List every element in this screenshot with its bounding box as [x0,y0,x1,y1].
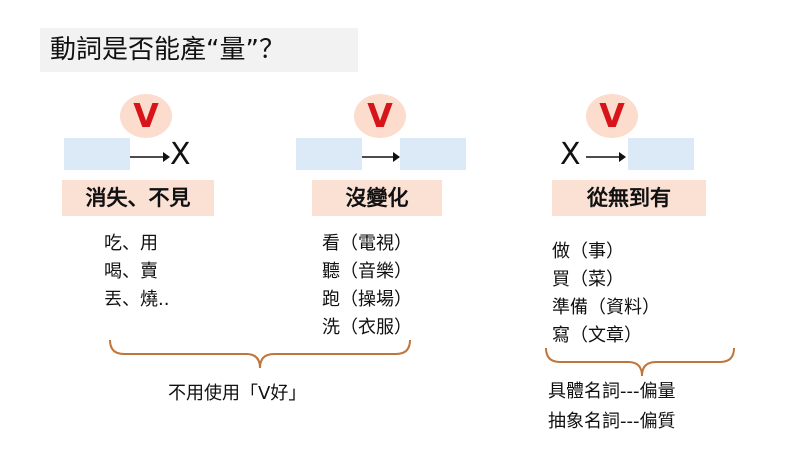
right-note-1: 具體名詞---偏量 [548,381,676,402]
group-label-1: 消失、不見 [62,180,214,216]
object-box-2b [400,138,466,170]
list-item: 跑（操場） [322,289,412,310]
list-item: 喝、賣 [104,261,158,282]
list-item: 準備（資料） [552,297,660,318]
example-list-3: 做（事） 買（菜） 準備（資料） 寫（文章） [552,238,660,350]
list-item: 丟、燒.. [104,289,170,310]
object-box-3 [628,138,694,170]
group-label-3: 從無到有 [552,180,706,216]
object-box-1 [64,138,130,170]
verb-circle-3: V [586,94,638,138]
example-list-1: 吃、用 喝、賣 丟、燒.. [104,230,169,314]
arrow-icon-2 [362,152,400,162]
verb-circle-2: V [354,94,406,138]
right-note-2: 抽象名詞---偏質 [548,411,676,432]
list-item: 聽（音樂） [322,261,412,282]
list-item: 吃、用 [104,233,158,254]
list-item: 洗（衣服） [322,317,412,338]
bracket-right [545,347,735,377]
x-mark-3: X [560,137,581,172]
left-note: 不用使用「V好」 [168,383,307,404]
list-item: 寫（文章） [552,325,642,346]
arrow-icon-1 [130,152,170,162]
page-title: 動詞是否能產“量”？ [50,35,285,65]
title-background [40,28,358,72]
list-item: 做（事） [552,241,624,262]
list-item: 看（電視） [322,233,412,254]
object-box-2a [296,138,362,170]
example-list-2: 看（電視） 聽（音樂） 跑（操場） 洗（衣服） [322,230,412,342]
list-item: 買（菜） [552,269,624,290]
arrow-icon-3 [586,152,626,162]
bracket-left [109,339,411,369]
group-label-2: 沒變化 [312,180,442,216]
x-mark-1: X [170,137,191,172]
verb-circle-1: V [120,94,172,138]
